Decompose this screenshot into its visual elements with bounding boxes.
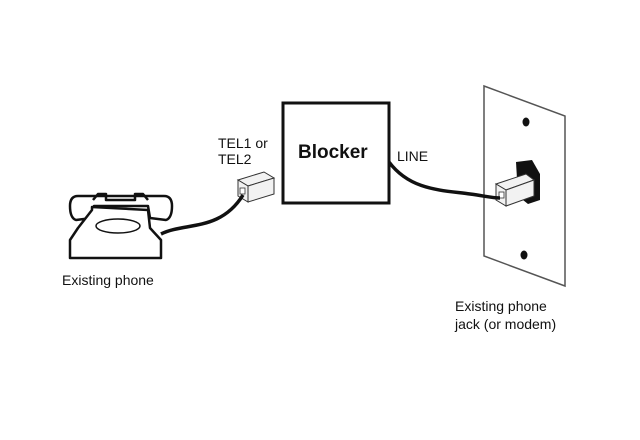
wall-jack-plug [494,160,540,207]
tel-port-label-line2: TEL2 [218,151,252,167]
wall-plate-screw-bottom [520,250,528,260]
telephone-icon [68,192,174,260]
phone-cord [160,194,245,236]
line-cord [387,160,501,200]
blocker-box [281,101,391,205]
wall-jack-label-line2: jack (or modem) [455,316,557,332]
tel-port-label-line1: TEL1 or [218,135,268,151]
wall-plate-screw-top [522,117,530,127]
blocker-label: Blocker [298,142,368,163]
wall-jack-label-line1: Existing phone [455,298,547,314]
phone-label: Existing phone [62,272,154,288]
line-port-label: LINE [397,148,429,164]
